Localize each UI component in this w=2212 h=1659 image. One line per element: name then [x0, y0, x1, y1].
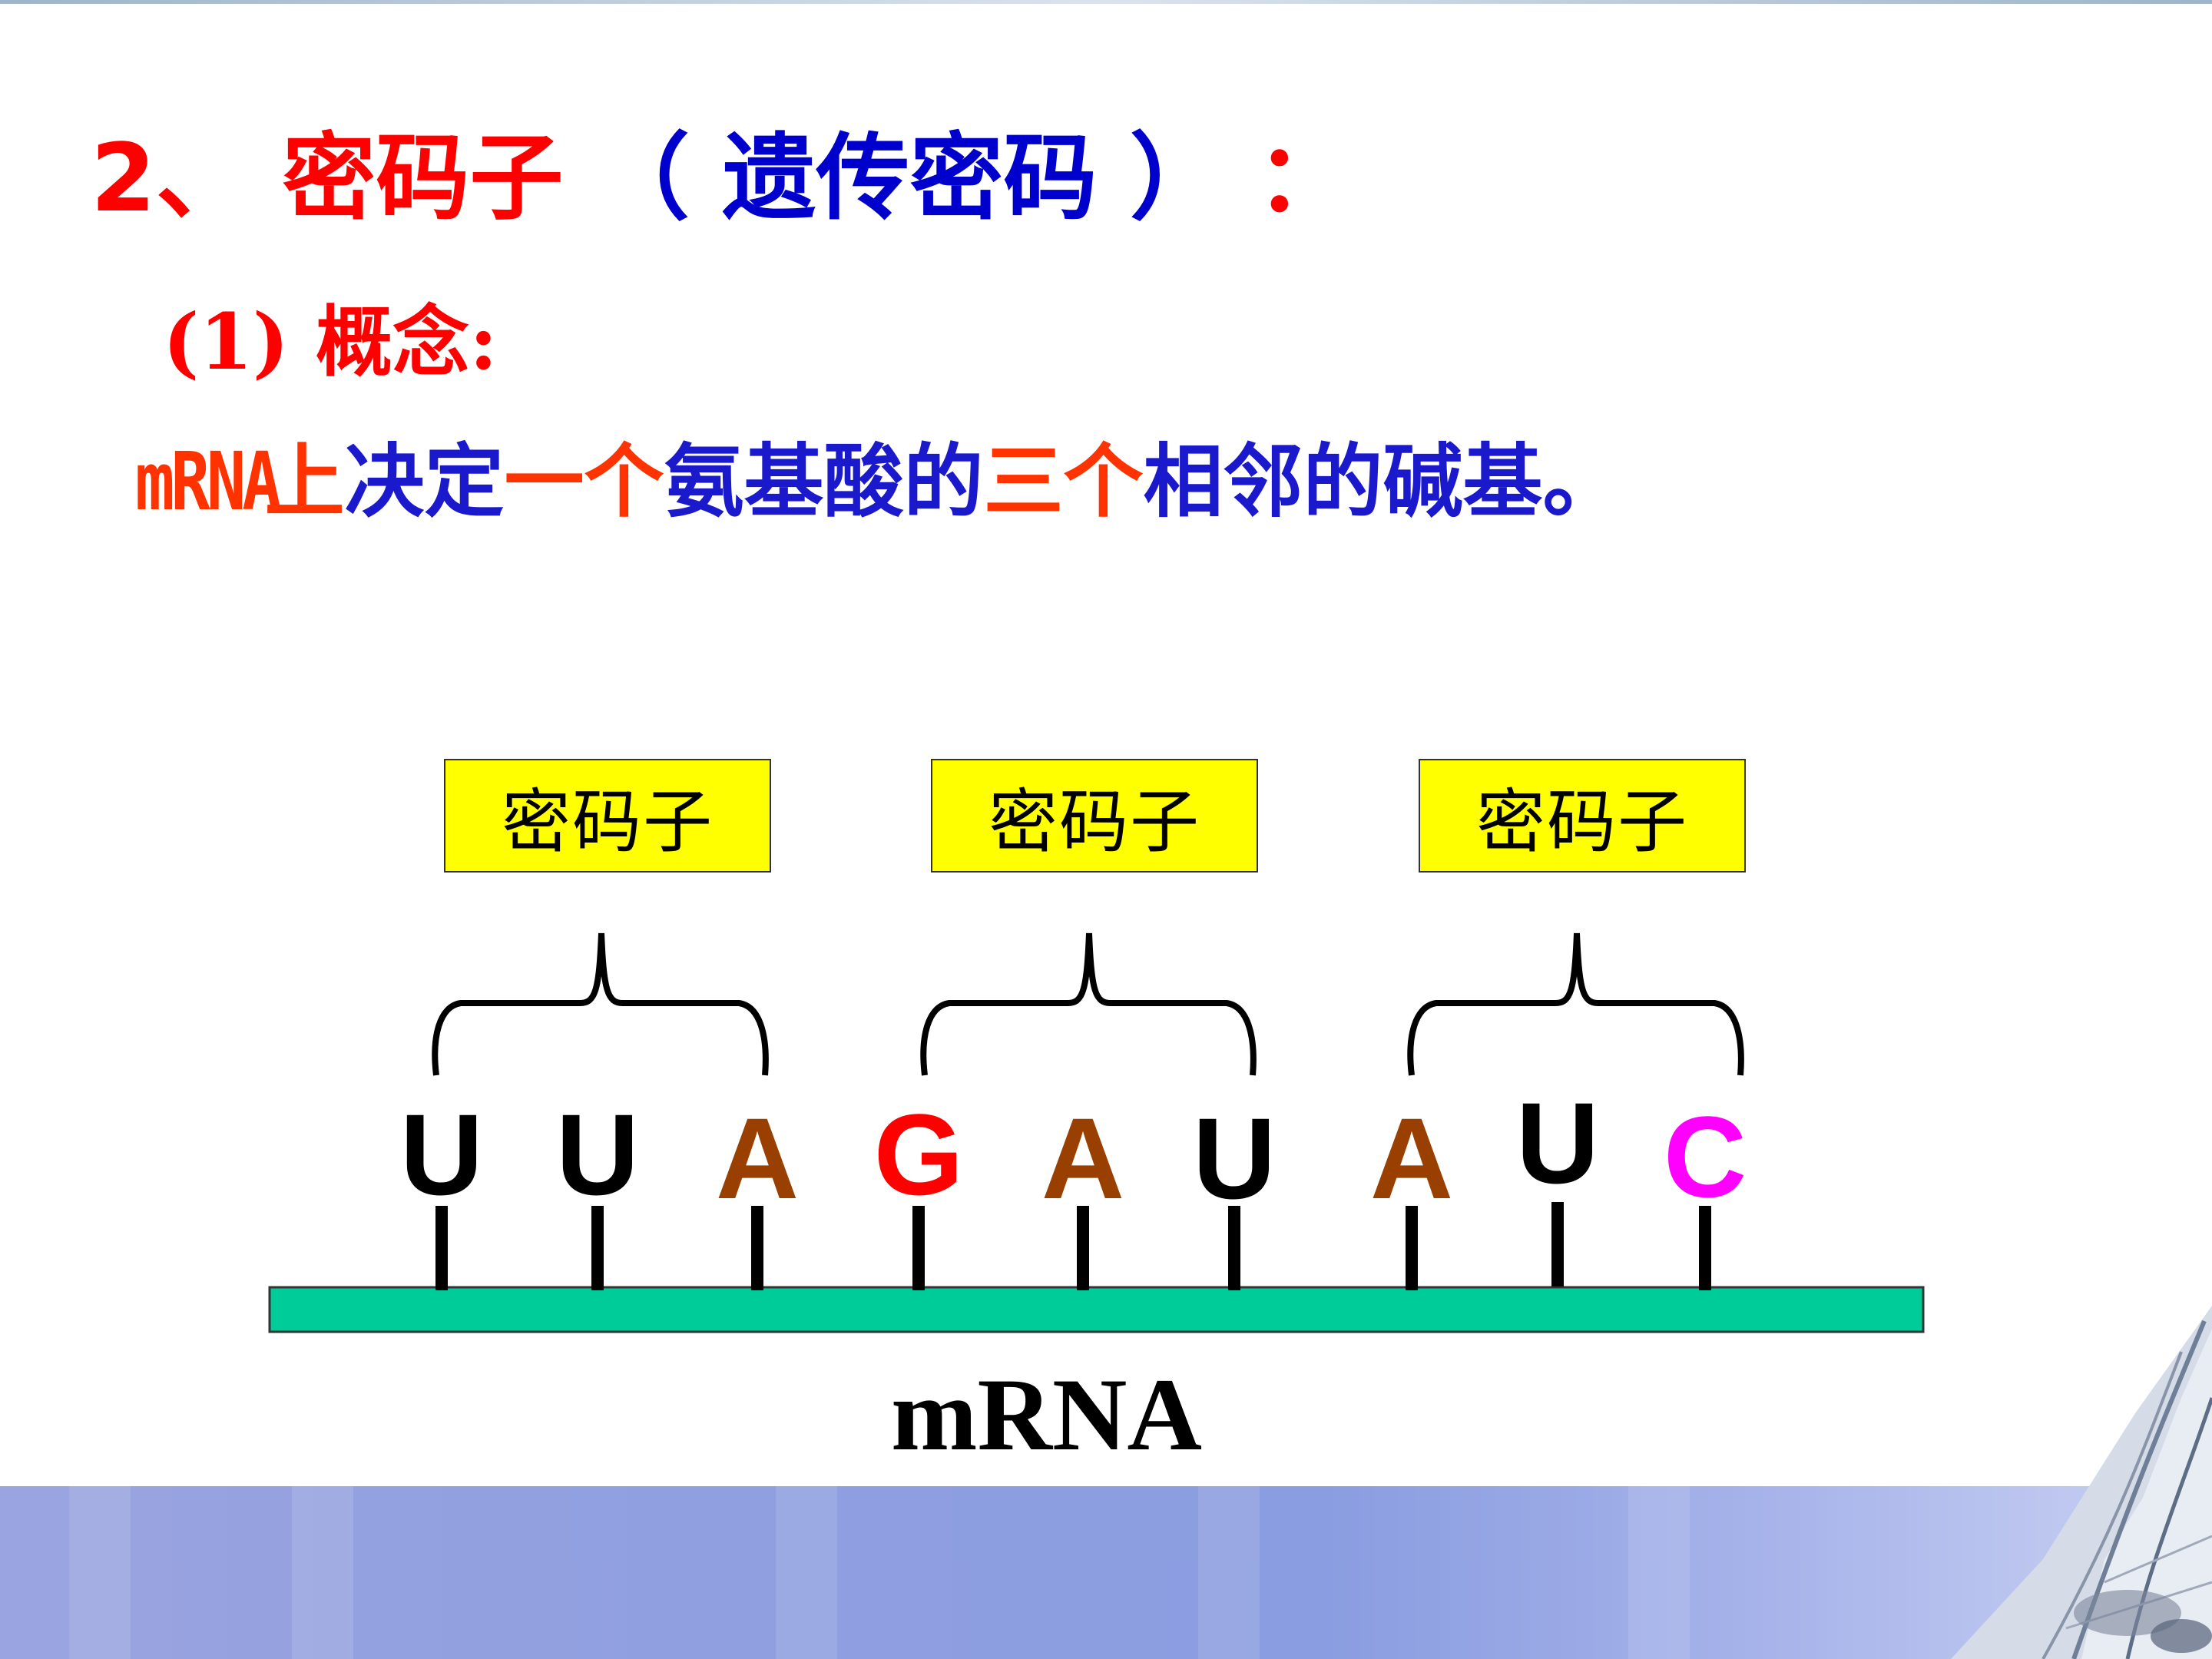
- slide-heading: 2、 密码子 （ 遗传密码 ） ：: [91, 131, 1349, 225]
- definition-part: 三个: [983, 435, 1144, 528]
- subheading: (1) 概念:: [163, 296, 498, 387]
- definition-part: mRNA: [135, 435, 282, 528]
- base-letter: U: [556, 1090, 639, 1219]
- definition-part: 一个: [504, 435, 664, 528]
- footer-stripe: [1628, 1486, 1690, 1659]
- top-rule: [0, 0, 2212, 4]
- footer-stripe: [776, 1486, 837, 1659]
- mrna-strand-label: mRNA: [891, 1358, 1202, 1472]
- codon-brace: [920, 932, 1257, 1076]
- codon-label-box: 密码子: [931, 759, 1258, 873]
- base-letter: C: [1664, 1092, 1747, 1221]
- definition-text: mRNA上决定一个氨基酸的三个相邻的碱基。: [135, 442, 1623, 522]
- codon-brace: [432, 932, 769, 1076]
- heading-term: 密码子: [282, 122, 564, 233]
- definition-part: 决定: [344, 435, 505, 528]
- heading-number: 2、: [91, 124, 250, 233]
- base-letter: A: [716, 1094, 799, 1223]
- base-letter: A: [1041, 1094, 1124, 1223]
- codon-brace: [1407, 932, 1744, 1076]
- corner-decoration-image: [1951, 1306, 2212, 1659]
- footer-stripe: [69, 1486, 131, 1659]
- definition-part: 氨基酸的: [664, 435, 984, 528]
- footer-band: [0, 1486, 2212, 1659]
- heading-paren-open: （: [595, 122, 690, 233]
- heading-alt-term: 遗传密码: [722, 122, 1098, 233]
- codon-label-box: 密码子: [1419, 759, 1746, 873]
- base-letter: U: [1193, 1094, 1276, 1223]
- heading-colon: ：: [1256, 122, 1350, 233]
- base-letter: U: [1516, 1078, 1599, 1207]
- definition-part: 上: [264, 435, 345, 528]
- footer-stripe: [292, 1486, 353, 1659]
- base-letter: U: [400, 1090, 483, 1219]
- definition-part: 相邻的碱基。: [1143, 435, 1623, 528]
- heading-paren-close: ）: [1129, 122, 1224, 233]
- base-letter: G: [874, 1090, 964, 1219]
- footer-stripe: [1198, 1486, 1260, 1659]
- codon-label-box: 密码子: [444, 759, 771, 873]
- base-letter: A: [1370, 1094, 1453, 1223]
- base-stems: [435, 1202, 1711, 1290]
- mrna-strand: [268, 1286, 1925, 1333]
